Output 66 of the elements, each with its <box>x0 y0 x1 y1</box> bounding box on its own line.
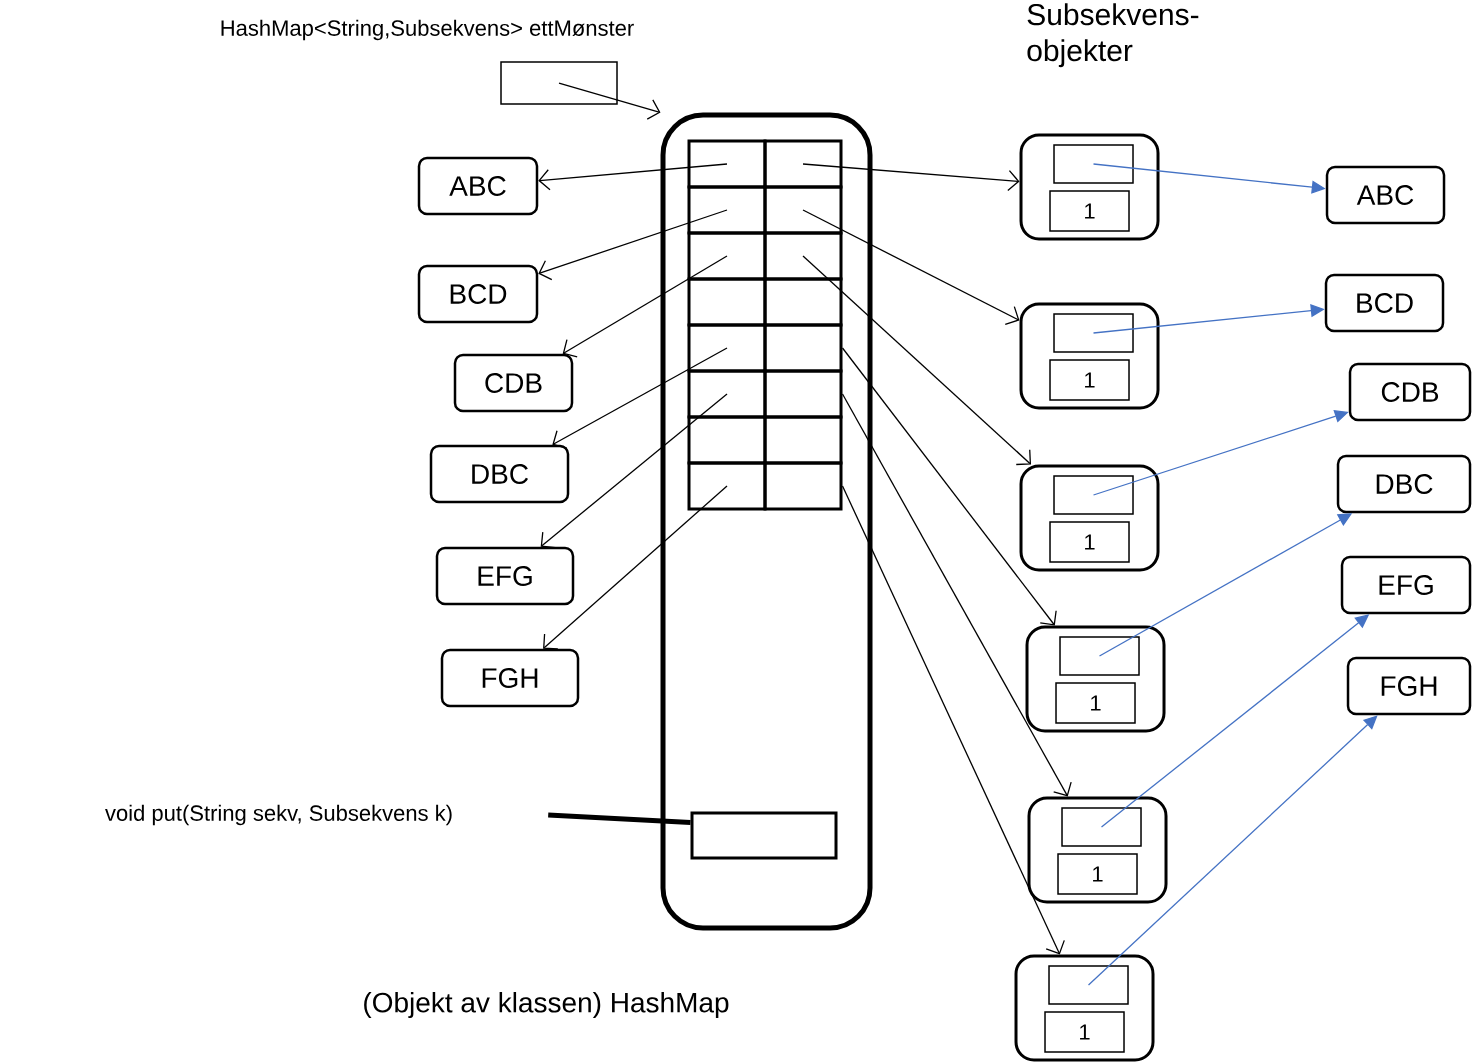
arrow <box>841 393 1072 797</box>
arrow <box>543 485 728 650</box>
string-box: ABC <box>1325 165 1446 225</box>
arrow <box>552 347 728 449</box>
object-box <box>1014 954 1155 1062</box>
string-box: EFG <box>1340 555 1472 615</box>
arrow <box>802 163 1020 192</box>
table-cell <box>687 139 767 189</box>
arrow <box>538 209 728 281</box>
string-box: CDB <box>453 353 574 413</box>
count-box: 1 <box>1049 190 1130 232</box>
count-box: 1 <box>1049 359 1130 401</box>
string-box: ABC <box>417 156 539 216</box>
string-box: DBC <box>1336 454 1472 514</box>
table-cell <box>687 461 767 511</box>
table-cell <box>687 415 767 465</box>
count-box: 1 <box>1044 1011 1125 1053</box>
arrow <box>802 255 1032 466</box>
table-cell <box>763 369 843 419</box>
count-box: 1 <box>1055 682 1136 724</box>
object-box <box>1019 133 1160 241</box>
reference-box <box>1059 636 1140 676</box>
count-box: 1 <box>1057 853 1138 895</box>
string-box: CDB <box>1348 362 1472 422</box>
table-cell <box>763 185 843 235</box>
count-box: 1 <box>1049 521 1130 563</box>
object-box <box>1019 464 1160 572</box>
table-cell <box>763 461 843 511</box>
class-label: (Objekt av klassen) HashMap <box>364 991 729 1019</box>
string-box: BCD <box>417 264 539 324</box>
method-signature: void put(String sekv, Subsekvens k) <box>105 804 452 826</box>
leader-line <box>548 812 691 826</box>
table-cell <box>687 369 767 419</box>
string-box: FGH <box>1346 656 1472 716</box>
object-box <box>1019 302 1160 410</box>
reference-box <box>1048 965 1129 1005</box>
reference-box <box>1053 144 1134 184</box>
string-box: DBC <box>429 444 570 504</box>
object-box <box>1027 796 1168 904</box>
reference-box <box>1061 807 1142 847</box>
table-cell <box>687 323 767 373</box>
table-cell <box>763 415 843 465</box>
heading: HashMap<String,Subsekvens> ettMønster <box>221 19 634 41</box>
table-cell <box>763 231 843 281</box>
table-cell <box>763 139 843 189</box>
table-cell <box>687 231 767 281</box>
string-box: BCD <box>1324 273 1445 333</box>
table-cell <box>763 323 843 373</box>
method-box <box>690 811 838 860</box>
string-box: EFG <box>435 546 575 606</box>
arrow <box>802 209 1020 326</box>
reference-box <box>1053 313 1134 353</box>
reference-box <box>1053 475 1134 515</box>
table-cell <box>687 277 767 327</box>
heading: Subsekvens- objekter <box>1027 3 1199 68</box>
object-box <box>1025 625 1166 733</box>
arrow <box>1087 715 1378 986</box>
table-cell <box>687 185 767 235</box>
arrow <box>558 82 661 120</box>
arrow <box>841 485 1065 955</box>
string-box: FGH <box>440 648 580 708</box>
arrow <box>562 255 728 358</box>
arrow <box>538 163 728 191</box>
arrow <box>841 347 1057 626</box>
table-cell <box>763 277 843 327</box>
arrow <box>540 393 728 549</box>
